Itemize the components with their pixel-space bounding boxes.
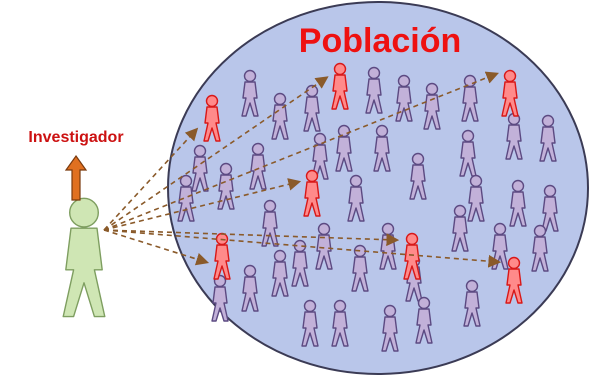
selected-person-icon [331,62,349,110]
person-icon [505,112,523,160]
person-icon [249,142,267,190]
selected-person-icon [501,69,519,117]
person-icon [351,244,369,292]
person-icon [365,66,383,114]
person-icon [381,304,399,352]
person-icon [303,84,321,132]
person-icon [415,296,433,344]
person-icon [423,82,441,130]
person-icon [409,152,427,200]
researcher-body [62,197,106,318]
person-icon [271,92,289,140]
sampling-arrow [103,229,502,268]
researcher: Investigador [28,129,124,318]
sampling-arrow [103,229,400,247]
person-icon [531,224,549,272]
person-icon [459,129,477,177]
researcher-icon [62,197,106,318]
selected-person-icon [505,256,523,304]
person-icon [261,199,279,247]
population-ellipse [167,1,589,375]
person-icon [467,174,485,222]
person-icon [241,69,259,117]
person-icon [315,222,333,270]
arrow-up-icon [64,154,88,201]
sampling-arrow [103,127,199,231]
selected-person-icon [403,232,421,280]
person-icon [509,179,527,227]
person-icon [347,174,365,222]
person-icon [301,299,319,347]
person-icon [271,249,289,297]
person-icon [331,299,349,347]
person-icon [191,144,209,192]
person-icon [539,114,557,162]
person-icon [311,132,329,180]
person-icon [463,279,481,327]
selected-person-icon [303,169,321,217]
person-icon [373,124,391,172]
selected-person-icon [203,94,221,142]
person-icon [241,264,259,312]
researcher-label: Investigador [28,129,123,146]
person-icon [211,274,229,322]
sampling-arrow [103,178,302,231]
sampling-arrows [103,71,502,268]
person-icon [541,184,559,232]
sampling-arrow [103,71,499,231]
person-icon [451,204,469,252]
population-title: Población [299,22,461,60]
